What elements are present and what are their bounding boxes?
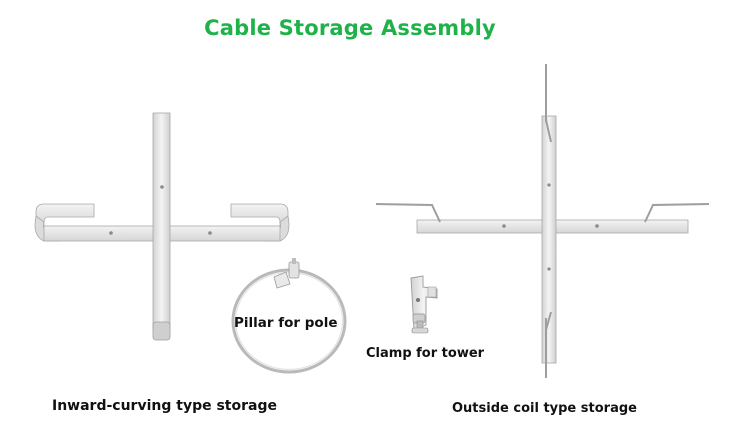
pillar-for-pole-label: Pillar for pole (234, 315, 338, 331)
outside-coil-storage-drawing (375, 64, 710, 378)
inward-curving-storage-drawing (34, 112, 290, 341)
page-title: Cable Storage Assembly (204, 16, 496, 40)
outside-coil-storage-label: Outside coil type storage (452, 401, 637, 416)
pole-clamp-ring-drawing (231, 258, 347, 374)
tower-clamp-drawing (410, 275, 438, 334)
clamp-for-tower-label: Clamp for tower (366, 346, 485, 361)
inward-curving-storage-label: Inward-curving type storage (52, 398, 277, 414)
